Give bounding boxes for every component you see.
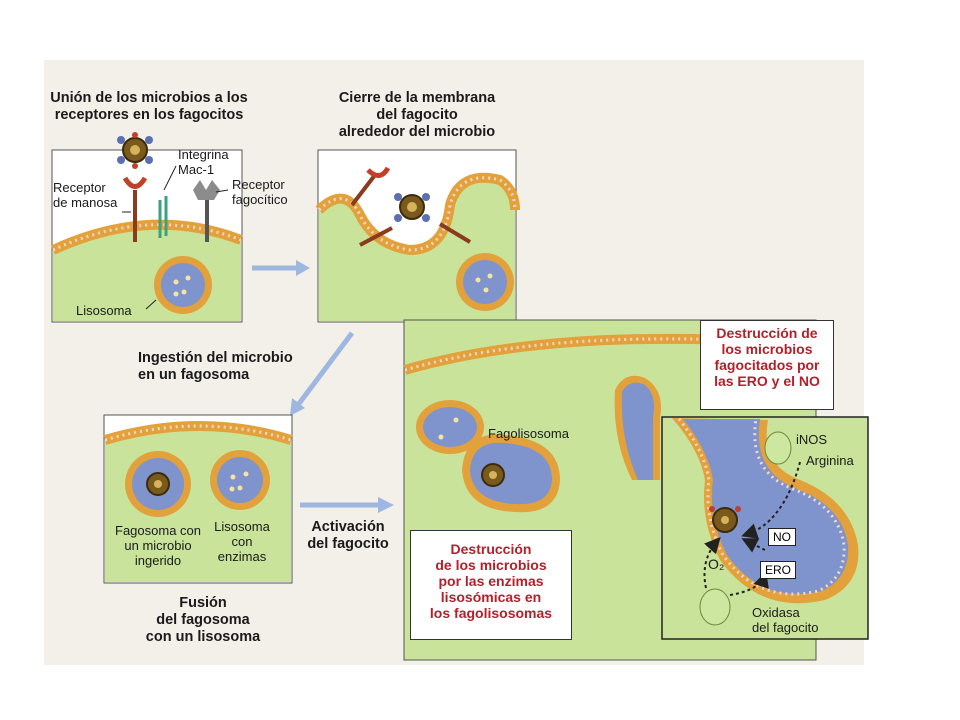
phagocytic-receptor-label: Receptor fagocítico [232, 177, 288, 207]
panel-binding [50, 132, 243, 323]
phagosome-label: Fagosoma con un microbio ingerido [115, 523, 201, 568]
ingestion-step-title: Ingestión del microbio en un fagosoma [138, 350, 293, 383]
arginine-label: Arginina [806, 453, 854, 468]
phagolysosome-label: Fagolisosoma [488, 426, 569, 441]
lysosome-label: Lisosoma [76, 303, 132, 318]
microbe-icon [146, 472, 170, 496]
microbe-icon [709, 506, 741, 533]
inos-enzyme-icon [764, 431, 792, 465]
no-tag: NO [768, 528, 796, 546]
callout-enzymes: Destrucción de los microbios por las enz… [410, 530, 572, 640]
panel-closure [315, 149, 520, 323]
o2-label: O₂ [708, 556, 725, 572]
lysosome-enzymes-label: Lisosoma con enzimas [214, 519, 270, 564]
microbe-icon [481, 463, 505, 487]
phagocyte-oxidase-label: Oxidasa del fagocito [752, 605, 819, 635]
callout-enzymes-text: Destrucción de los microbios por las enz… [429, 541, 553, 621]
microbe-icon [394, 193, 430, 222]
callout-ero-no-text: Destrucción de los microbios fagocitados… [714, 325, 820, 389]
panel-fusion [103, 414, 293, 584]
binding-step-title: Unión de los microbios a los receptores … [50, 90, 248, 123]
fusion-step-title: Fusión del fagosoma con un lisosoma [145, 595, 261, 645]
ero-tag: ERO [760, 561, 797, 579]
mannose-receptor-label: Receptor de manosa [53, 180, 118, 210]
activation-step-title: Activación del fagocito [307, 519, 389, 552]
integrin-label: Integrina Mac-1 [178, 147, 229, 177]
microbe-icon [117, 132, 153, 169]
callout-ero-no: Destrucción de los microbios fagocitados… [700, 320, 834, 410]
oxidase-enzyme-icon [699, 588, 731, 626]
inos-label: iNOS [796, 432, 828, 447]
closure-step-title: Cierre de la membrana del fagocito alred… [338, 90, 496, 140]
